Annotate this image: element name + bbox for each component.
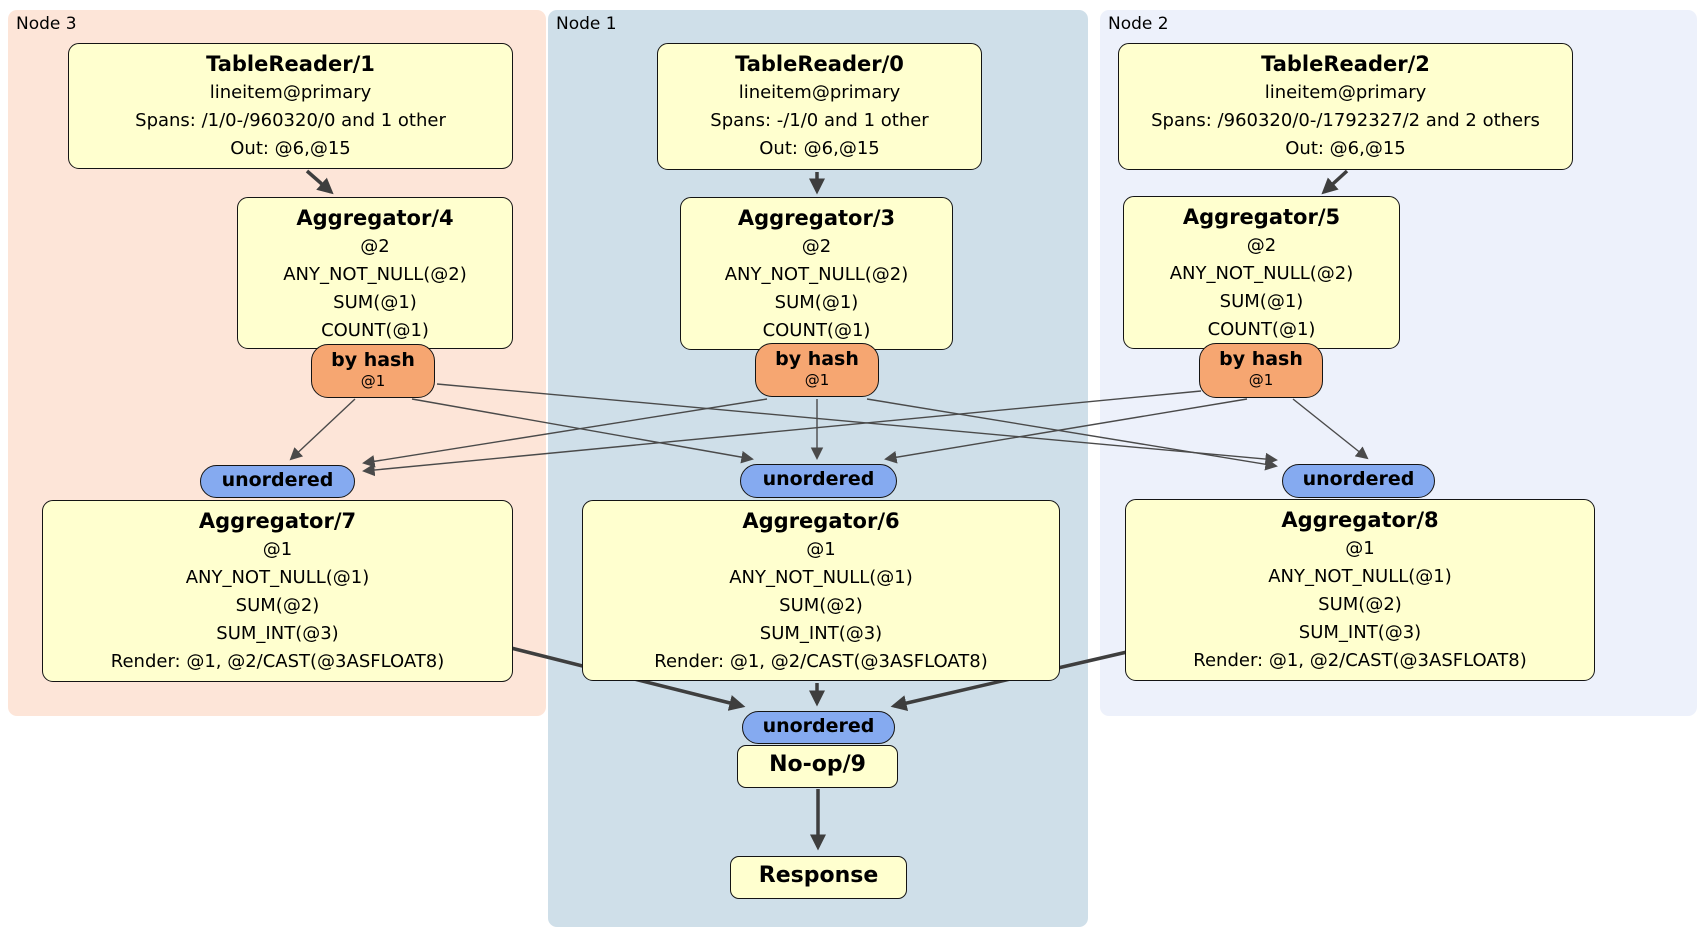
agg-func: SUM(@1)	[333, 292, 417, 313]
processor-aggregator-3: Aggregator/3 @2 ANY_NOT_NULL(@2) SUM(@1)…	[680, 197, 953, 350]
agg-func: COUNT(@1)	[762, 320, 871, 341]
sync-label: unordered	[762, 715, 875, 737]
render-expr: Render: @1, @2/CAST(@3ASFLOAT8)	[1193, 650, 1527, 671]
group-key: @1	[806, 539, 836, 560]
router-key: @1	[804, 371, 830, 389]
processor-index: lineitem@primary	[1264, 82, 1427, 103]
agg-func: SUM(@1)	[774, 292, 859, 313]
group-key: @2	[1246, 235, 1277, 256]
agg-func: ANY_NOT_NULL(@1)	[729, 567, 913, 588]
render-expr: Render: @1, @2/CAST(@3ASFLOAT8)	[654, 651, 988, 672]
processor-noop-9: No-op/9	[737, 745, 898, 788]
sync-label: unordered	[762, 468, 875, 490]
router-key: @1	[1248, 371, 1274, 389]
edge-router-right-to-sync-right	[1292, 398, 1369, 460]
processor-aggregator-7: Aggregator/7 @1 ANY_NOT_NULL(@1) SUM(@2)…	[42, 500, 513, 682]
router-label: by hash	[775, 348, 859, 370]
processor-title: Aggregator/3	[737, 206, 896, 230]
agg-func: SUM(@2)	[779, 595, 863, 616]
agg-func: ANY_NOT_NULL(@1)	[1268, 566, 1452, 587]
router-label: by hash	[331, 349, 415, 371]
agg-func: ANY_NOT_NULL(@1)	[185, 567, 370, 588]
group-key: @2	[360, 236, 390, 257]
agg-func: ANY_NOT_NULL(@2)	[1169, 263, 1354, 284]
processor-index: lineitem@primary	[738, 82, 901, 103]
processor-aggregator-6: Aggregator/6 @1 ANY_NOT_NULL(@1) SUM(@2)…	[582, 500, 1060, 681]
render-expr: Render: @1, @2/CAST(@3ASFLOAT8)	[110, 651, 445, 672]
processor-title: Aggregator/4	[296, 206, 454, 230]
router-by-hash-left: by hash @1	[311, 344, 435, 398]
agg-func: COUNT(@1)	[1207, 319, 1316, 340]
processor-spans: Spans: /960320/0-/1792327/2 and 2 others	[1151, 110, 1540, 131]
router-label: by hash	[1219, 348, 1303, 370]
processor-tablereader-2: TableReader/2 lineitem@primary Spans: /9…	[1118, 43, 1573, 170]
agg-func: ANY_NOT_NULL(@2)	[724, 264, 909, 285]
agg-func: SUM_INT(@3)	[1298, 622, 1422, 643]
edge-router-left-to-sync-right	[436, 383, 1278, 466]
sync-unordered-right: unordered	[1282, 464, 1435, 498]
processor-tablereader-0: TableReader/0 lineitem@primary Spans: -/…	[657, 43, 982, 170]
router-by-hash-right: by hash @1	[1199, 343, 1323, 398]
group-key: @2	[801, 236, 832, 257]
sync-label: unordered	[221, 469, 334, 491]
processor-spans: Spans: /1/0-/960320/0 and 1 other	[135, 110, 446, 131]
processor-title: TableReader/2	[1261, 52, 1430, 76]
processor-title: TableReader/0	[735, 52, 904, 76]
panel-node-1-label: Node 1	[556, 14, 617, 34]
processor-tablereader-1: TableReader/1 lineitem@primary Spans: /1…	[68, 43, 513, 169]
sync-label: unordered	[1302, 468, 1415, 490]
group-key: @1	[1345, 538, 1375, 559]
panel-node-2-label: Node 2	[1108, 14, 1169, 34]
router-key: @1	[360, 372, 386, 390]
processor-aggregator-4: Aggregator/4 @2 ANY_NOT_NULL(@2) SUM(@1)…	[237, 197, 513, 349]
agg-func: SUM(@2)	[1318, 594, 1402, 615]
edge-router-mid-to-sync-left	[362, 398, 768, 468]
processor-title: Aggregator/8	[1281, 508, 1439, 532]
agg-func: SUM(@1)	[1219, 291, 1304, 312]
edge-router-left-to-sync-left	[289, 398, 356, 461]
panel-node-3-label: Node 3	[16, 14, 77, 34]
edge-router-right-to-sync-left	[362, 390, 1202, 477]
edge-tablereader1-to-aggregator4	[305, 169, 334, 195]
processor-out: Out: @6,@15	[759, 138, 880, 159]
agg-func: SUM_INT(@3)	[759, 623, 883, 644]
hash-route-edges	[289, 383, 1369, 477]
edge-tablereader2-to-aggregator5	[1321, 169, 1349, 195]
processor-aggregator-8: Aggregator/8 @1 ANY_NOT_NULL(@1) SUM(@2)…	[1125, 499, 1595, 681]
agg-func: SUM(@2)	[235, 595, 320, 616]
group-key: @1	[262, 539, 293, 560]
processor-spans: Spans: -/1/0 and 1 other	[710, 110, 929, 131]
sync-unordered-left: unordered	[200, 465, 355, 498]
processor-title: Aggregator/6	[742, 509, 900, 533]
sync-unordered-final: unordered	[742, 711, 895, 744]
agg-func: ANY_NOT_NULL(@2)	[283, 264, 467, 285]
agg-func: SUM_INT(@3)	[216, 623, 339, 644]
sync-unordered-mid: unordered	[740, 464, 897, 498]
response-node: Response	[730, 856, 907, 899]
agg-func: COUNT(@1)	[321, 320, 429, 341]
processor-index: lineitem@primary	[209, 82, 372, 103]
edge-router-right-to-sync-mid	[884, 398, 1248, 464]
processor-out: Out: @6,@15	[1285, 138, 1406, 159]
processor-out: Out: @6,@15	[230, 138, 351, 159]
edge-router-mid-to-sync-right	[866, 398, 1278, 471]
router-by-hash-mid: by hash @1	[755, 343, 879, 397]
processor-title: Aggregator/7	[198, 509, 357, 533]
processor-title: Aggregator/5	[1182, 205, 1341, 229]
processor-title: Response	[758, 863, 879, 888]
processor-aggregator-5: Aggregator/5 @2 ANY_NOT_NULL(@2) SUM(@1)…	[1123, 196, 1400, 349]
processor-title: No-op/9	[769, 752, 866, 777]
processor-title: TableReader/1	[206, 52, 375, 76]
